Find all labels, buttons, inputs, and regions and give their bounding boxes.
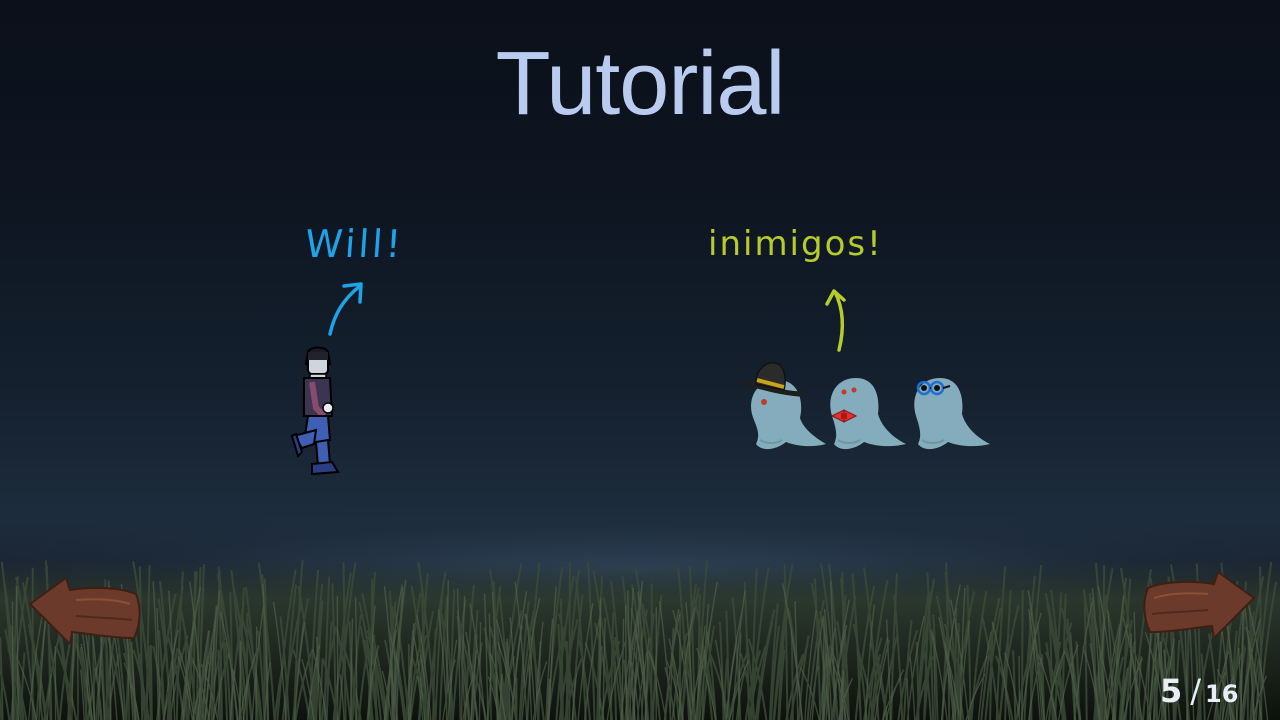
player-pointer-arrow-icon: [328, 282, 363, 336]
player-character-icon: [290, 346, 340, 476]
grass-field: [0, 560, 1280, 720]
page-title: Tutorial: [495, 34, 786, 134]
ghost-with-bowtie-icon: [830, 378, 906, 450]
page-separator: /: [1190, 672, 1202, 710]
prev-page-button[interactable]: prev: [26, 574, 142, 644]
current-page: 5: [1160, 672, 1183, 710]
page-counter: 5/16: [1160, 672, 1260, 712]
player-label: Will!: [303, 222, 406, 266]
total-pages: 16: [1205, 680, 1239, 708]
next-page-button[interactable]: next: [1142, 568, 1258, 638]
ghost-with-hat-icon: [742, 362, 826, 450]
enemies-pointer-arrow-icon: [825, 289, 846, 352]
ghost-with-glasses-icon: [914, 378, 990, 450]
enemies-label: inimigos!: [708, 224, 883, 264]
